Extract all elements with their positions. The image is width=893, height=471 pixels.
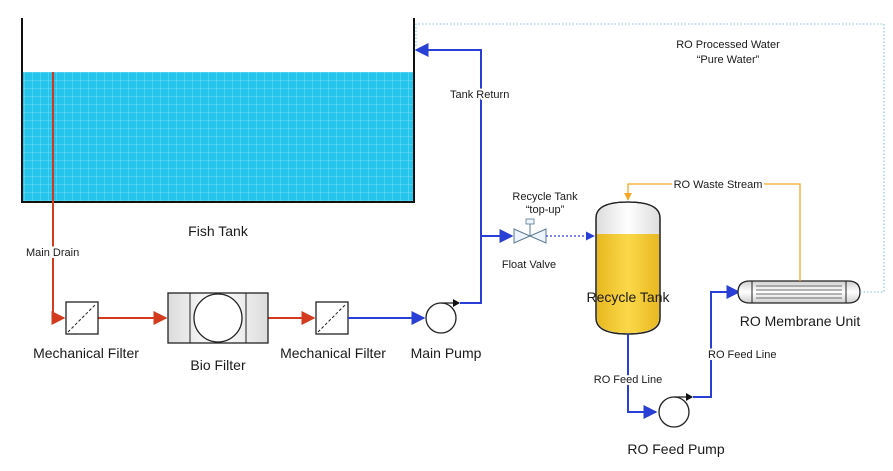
fish-tank <box>21 18 415 203</box>
tank-return-line <box>414 43 482 304</box>
tank-return-label: Tank Return <box>450 89 509 101</box>
ro-feed-pump-label: RO Feed Pump <box>627 441 724 457</box>
main-drain-line <box>51 72 66 325</box>
ro-feed-pump <box>658 393 693 428</box>
ro-feed-line-down <box>627 334 658 419</box>
main-drain-label: Main Drain <box>26 247 79 259</box>
recycle-tank-fill <box>597 234 659 333</box>
fish-tank-label: Fish Tank <box>188 223 249 239</box>
recycle-topup-label-line2: “top-up” <box>526 204 565 216</box>
ro-waste-line <box>624 183 801 281</box>
recycle-tank-label: Recycle Tank <box>586 289 670 305</box>
mechanical-filter-1 <box>65 301 99 335</box>
bio-filter-label: Bio Filter <box>190 357 246 373</box>
ro-feed-line-label-1: RO Feed Line <box>594 374 662 386</box>
recycle-topup-label-line1: Recycle Tank <box>512 191 578 203</box>
recycle-tank <box>595 201 661 335</box>
ro-feed-line-label-2: RO Feed Line <box>708 349 776 361</box>
fish-tank-water-grid <box>22 72 414 202</box>
mechanical-filter-1-label: Mechanical Filter <box>33 345 139 361</box>
ro-processed-label-line2: “Pure Water” <box>697 54 760 66</box>
ro-membrane-unit <box>737 280 861 304</box>
ro-processed-line <box>415 23 885 293</box>
mechanical-filter-2 <box>315 301 349 335</box>
bio-filter <box>167 292 269 344</box>
main-pump-label: Main Pump <box>411 345 482 361</box>
ro-processed-label-line1: RO Processed Water <box>676 39 780 51</box>
ro-membrane-label: RO Membrane Unit <box>740 313 861 329</box>
fish-tank-walls <box>21 18 415 203</box>
float-valve <box>513 218 547 244</box>
ro-waste-label: RO Waste Stream <box>674 179 763 191</box>
main-pump <box>425 299 460 334</box>
mechanical-filter-2-label: Mechanical Filter <box>280 345 386 361</box>
ro-feed-line-up <box>693 285 741 398</box>
float-valve-label: Float Valve <box>502 259 556 271</box>
